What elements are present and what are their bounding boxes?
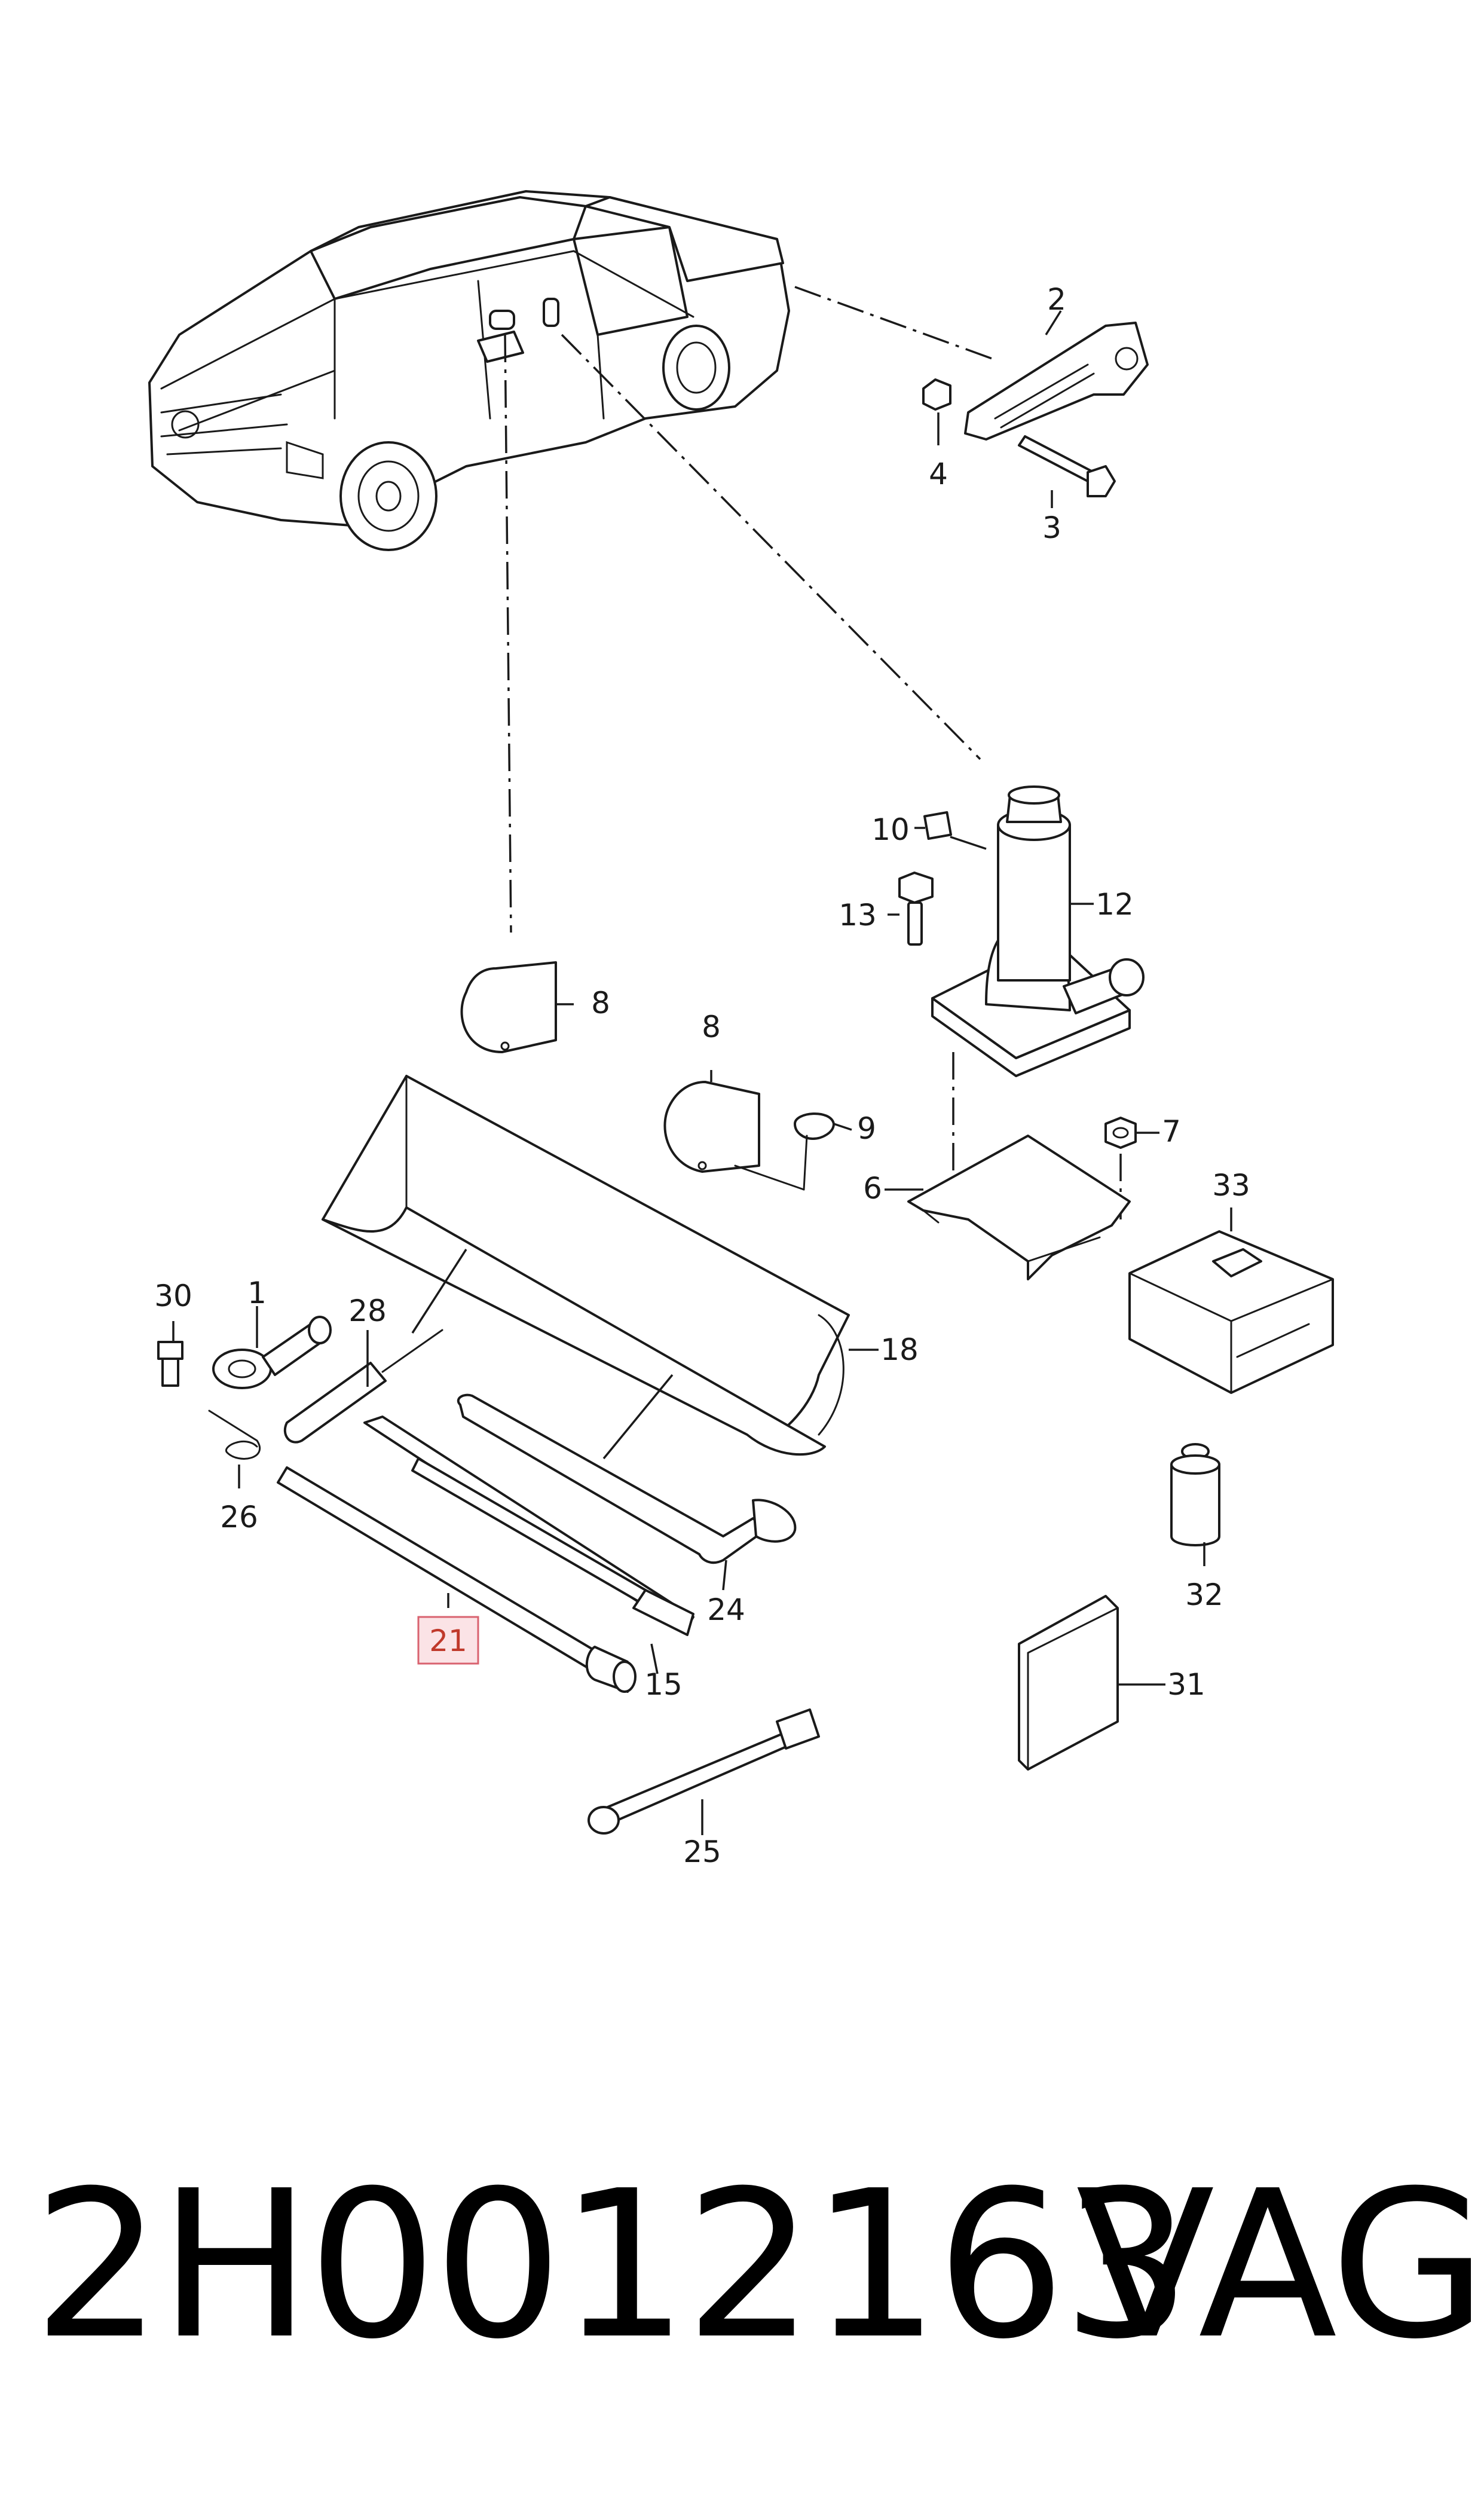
wheel-chock-upper (460, 961, 557, 1053)
callout-7: 7 (1162, 1114, 1181, 1149)
wheel-wrench (457, 1393, 797, 1564)
callout-24: 24 (707, 1592, 745, 1627)
callout-33: 33 (1212, 1168, 1250, 1203)
callout-6: 6 (863, 1171, 882, 1206)
callout-30: 30 (154, 1279, 192, 1313)
callout-2: 2 (1047, 282, 1066, 317)
callout-25: 25 (683, 1835, 721, 1869)
towing-eye (212, 1316, 332, 1389)
spring-clip (208, 1410, 261, 1460)
callout-18: 18 (880, 1332, 919, 1367)
part-number: 2H0012163 (33, 2147, 1191, 2384)
callout-31: 31 (1167, 1667, 1205, 1702)
clip-9 (734, 1112, 835, 1191)
pickup-truck-illustration (148, 190, 790, 551)
warning-label (923, 811, 953, 840)
jack-handle (363, 1416, 694, 1636)
callout-8-upper: 8 (591, 986, 610, 1020)
wheel-chock-lower (663, 1081, 760, 1173)
screwdriver (283, 1329, 443, 1444)
callout-15: 15 (644, 1667, 683, 1702)
mounting-plate (907, 1135, 1131, 1280)
callout-3: 3 (1042, 510, 1061, 545)
sealant-bottle (1170, 1443, 1220, 1546)
callout-13: 13 (839, 898, 877, 933)
callout-10: 10 (871, 812, 910, 847)
bolt-30 (157, 1341, 183, 1387)
callout-21: 21 (429, 1624, 467, 1658)
highlight-box-21 (417, 1616, 479, 1665)
brand-name: VAG (1076, 2147, 1484, 2384)
tool-case (1128, 1230, 1334, 1394)
callout-9: 9 (857, 1111, 876, 1146)
footer: 2H0012163 VAG (0, 2140, 1484, 2391)
callout-12: 12 (1096, 887, 1134, 922)
callout-28: 28 (348, 1294, 387, 1328)
callout-26: 26 (220, 1500, 258, 1534)
nut-7 (1104, 1117, 1137, 1149)
hydraulic-jack (931, 785, 1145, 1077)
callout-labels: 2 4 3 10 13 12 8 8 9 7 6 33 18 30 1 28 2… (154, 282, 1250, 1869)
bolt-13 (898, 872, 934, 946)
extension-rod (277, 1466, 637, 1693)
tool-tray (322, 1075, 850, 1456)
callout-8-lower: 8 (702, 1010, 721, 1044)
callout-4: 4 (929, 457, 948, 491)
callout-32: 32 (1185, 1578, 1223, 1612)
leader-lines (172, 310, 1232, 1835)
ratchet-wrench (588, 1708, 820, 1835)
bracket-assembly (922, 322, 1149, 497)
callout-1: 1 (247, 1276, 267, 1310)
instruction-booklet (1018, 1595, 1119, 1771)
